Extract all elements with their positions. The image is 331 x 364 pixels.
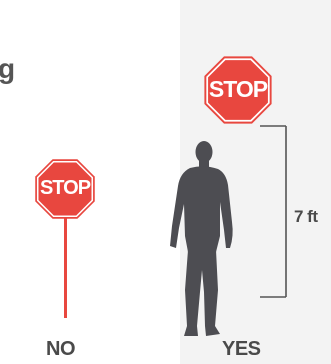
left-stop-sign: STOP	[34, 158, 96, 220]
person-silhouette-icon	[160, 140, 238, 340]
left-sign-text: STOP	[34, 177, 96, 200]
height-bracket	[256, 125, 290, 298]
left-sign-post	[64, 218, 67, 318]
no-caption: NO	[46, 338, 75, 361]
cropped-heading-fragment: g	[0, 53, 15, 85]
yes-caption: YES	[222, 338, 261, 361]
height-measurement-label: 7 ft	[294, 207, 318, 227]
right-stop-sign: STOP	[203, 55, 273, 125]
right-sign-text: STOP	[203, 76, 273, 103]
